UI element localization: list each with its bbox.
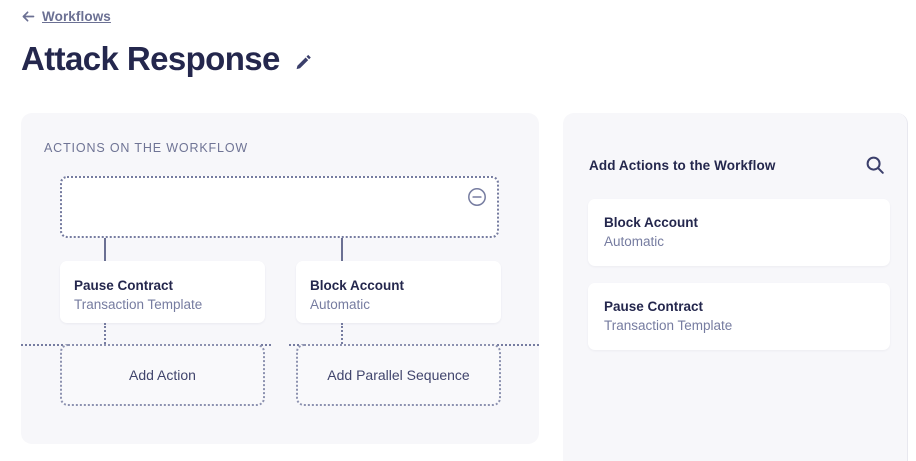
workflow-node-pause-contract[interactable]: Pause Contract Transaction Template: [60, 261, 265, 323]
node-title: Pause Contract: [74, 278, 174, 293]
library-item-subtitle: Transaction Template: [604, 318, 733, 333]
add-parallel-sequence-button[interactable]: Add Parallel Sequence: [296, 344, 501, 406]
node-subtitle: Transaction Template: [74, 297, 203, 312]
workflow-node-block-account[interactable]: Block Account Automatic: [296, 261, 501, 323]
arrow-left-icon: [22, 10, 35, 23]
library-item-title: Block Account: [604, 215, 699, 230]
workflow-canvas-panel: ACTIONS ON THE WORKFLOW Pause Contract T…: [21, 113, 539, 444]
search-icon[interactable]: [865, 155, 885, 175]
library-header: Add Actions to the Workflow: [589, 155, 885, 175]
library-item-block-account[interactable]: Block Account Automatic: [588, 199, 890, 266]
page-title-row: Attack Response: [21, 36, 313, 82]
library-item-pause-contract[interactable]: Pause Contract Transaction Template: [588, 283, 890, 350]
actions-library-panel: Add Actions to the Workflow Block Accoun…: [563, 113, 908, 461]
add-action-button[interactable]: Add Action: [60, 344, 265, 406]
back-to-workflows-link[interactable]: Workflows: [22, 9, 111, 24]
library-item-subtitle: Automatic: [604, 234, 665, 249]
page-title: Attack Response: [21, 40, 280, 77]
workflow-dropzone[interactable]: [60, 176, 499, 238]
connector-dropzone-to-node-1: [104, 238, 106, 266]
node-subtitle: Automatic: [310, 297, 371, 312]
connector-node-1-to-add-action: [104, 323, 106, 344]
canvas-section-label: ACTIONS ON THE WORKFLOW: [44, 141, 249, 155]
add-parallel-sequence-label: Add Parallel Sequence: [327, 367, 470, 383]
connector-dropzone-to-node-2: [341, 238, 343, 266]
library-heading: Add Actions to the Workflow: [589, 157, 776, 173]
back-link-label: Workflows: [42, 9, 111, 24]
minus-circle-icon[interactable]: [467, 187, 487, 207]
node-title: Block Account: [310, 278, 405, 293]
connector-node-2-to-add-parallel: [341, 323, 343, 344]
add-action-label: Add Action: [129, 367, 196, 383]
pencil-icon[interactable]: [294, 53, 313, 72]
library-item-title: Pause Contract: [604, 299, 704, 314]
